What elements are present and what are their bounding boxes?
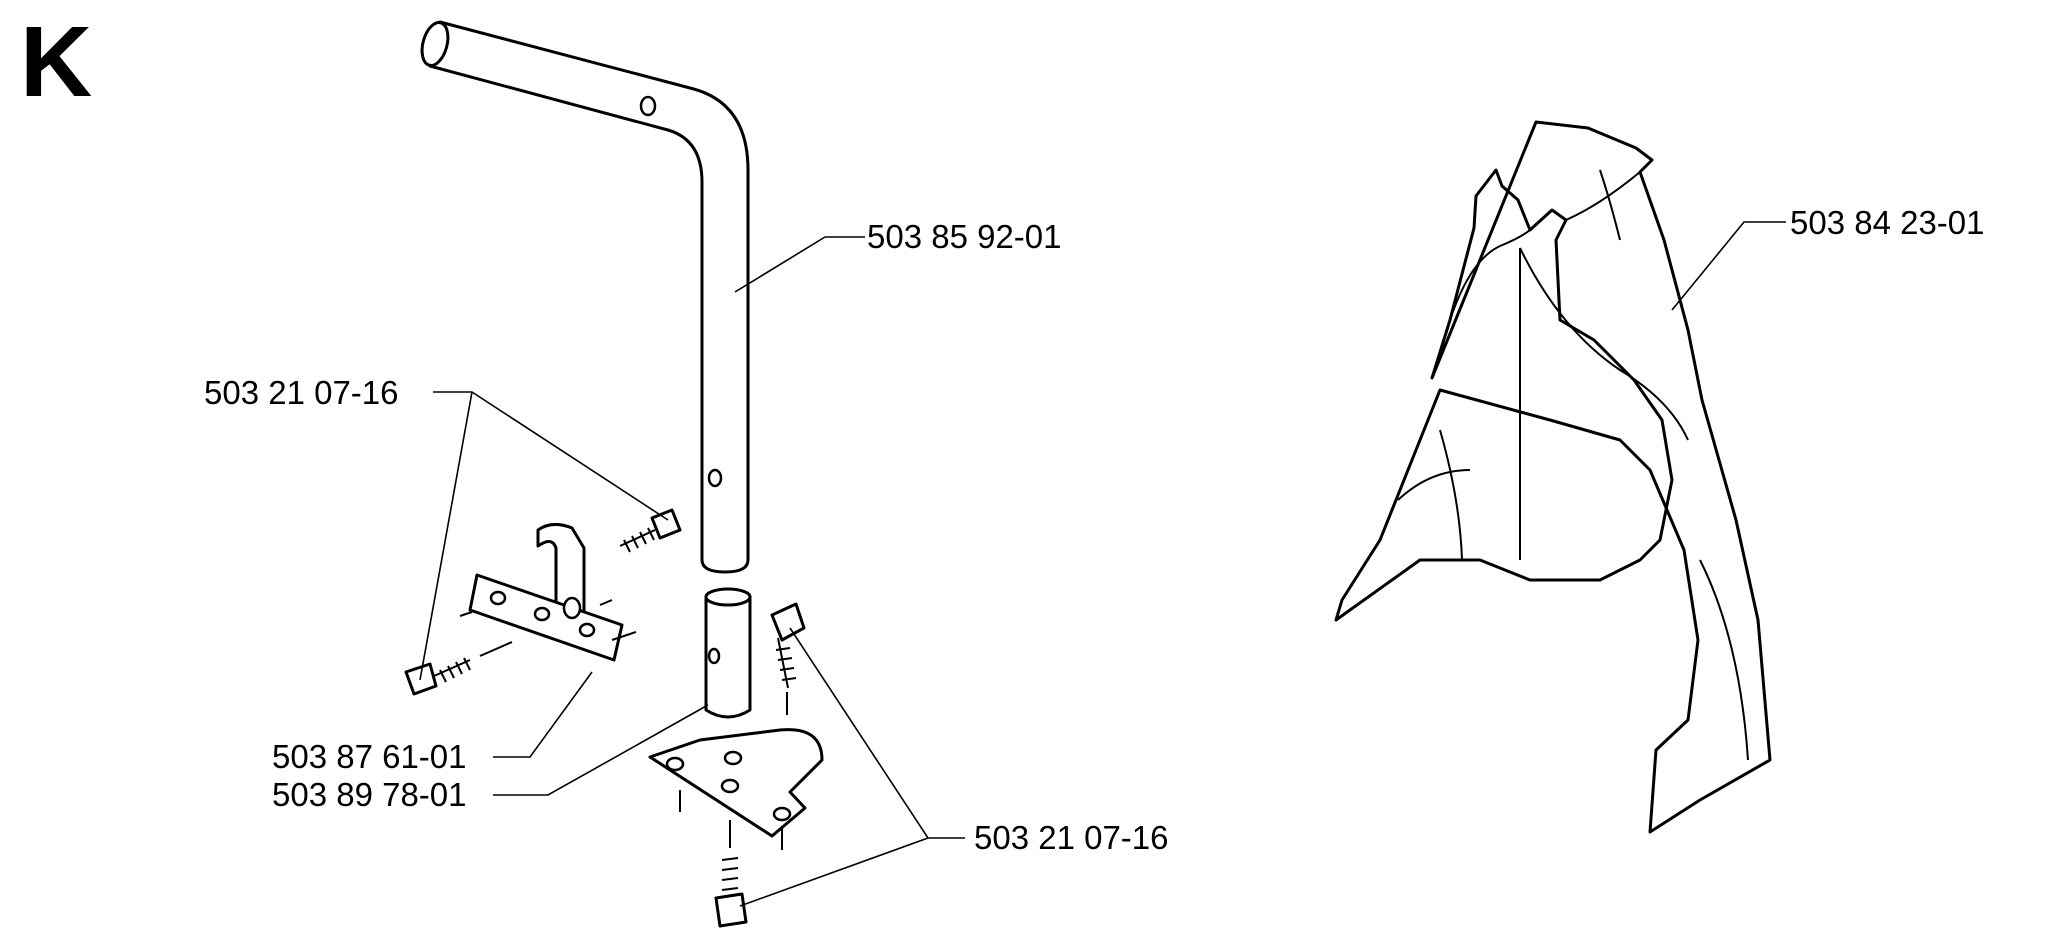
screw-left-upper-part (619, 508, 682, 553)
left-bracket-part (459, 523, 637, 662)
screw-left-lower-part (404, 641, 513, 696)
leader-guard (1671, 221, 1786, 311)
callout-screw-left: 503 21 07-16 (204, 374, 399, 411)
pin-part (704, 587, 752, 719)
leader-left-bracket (493, 671, 593, 758)
callout-guard: 503 84 23-01 (1790, 204, 1985, 241)
leader-pin (493, 704, 709, 796)
callout-pin: 503 89 78-01 (272, 776, 467, 813)
guard-part (1334, 120, 1772, 834)
screw-right-upper-part (770, 602, 806, 715)
leader-screw-left-b (419, 391, 473, 681)
callout-left-bracket: 503 87 61-01 (272, 738, 467, 775)
leader-upper-tube (734, 236, 865, 293)
lower-bracket-part (648, 728, 824, 850)
section-letter: K (20, 6, 93, 118)
callout-screw-right: 503 21 07-16 (974, 819, 1169, 856)
leader-screw-right-a (789, 627, 965, 839)
screw-right-lower-part (714, 820, 748, 928)
leader-lines (419, 221, 1786, 907)
leader-screw-right-b (739, 837, 929, 907)
upper-tube-part (420, 20, 750, 574)
callout-upper-tube: 503 85 92-01 (867, 218, 1062, 255)
